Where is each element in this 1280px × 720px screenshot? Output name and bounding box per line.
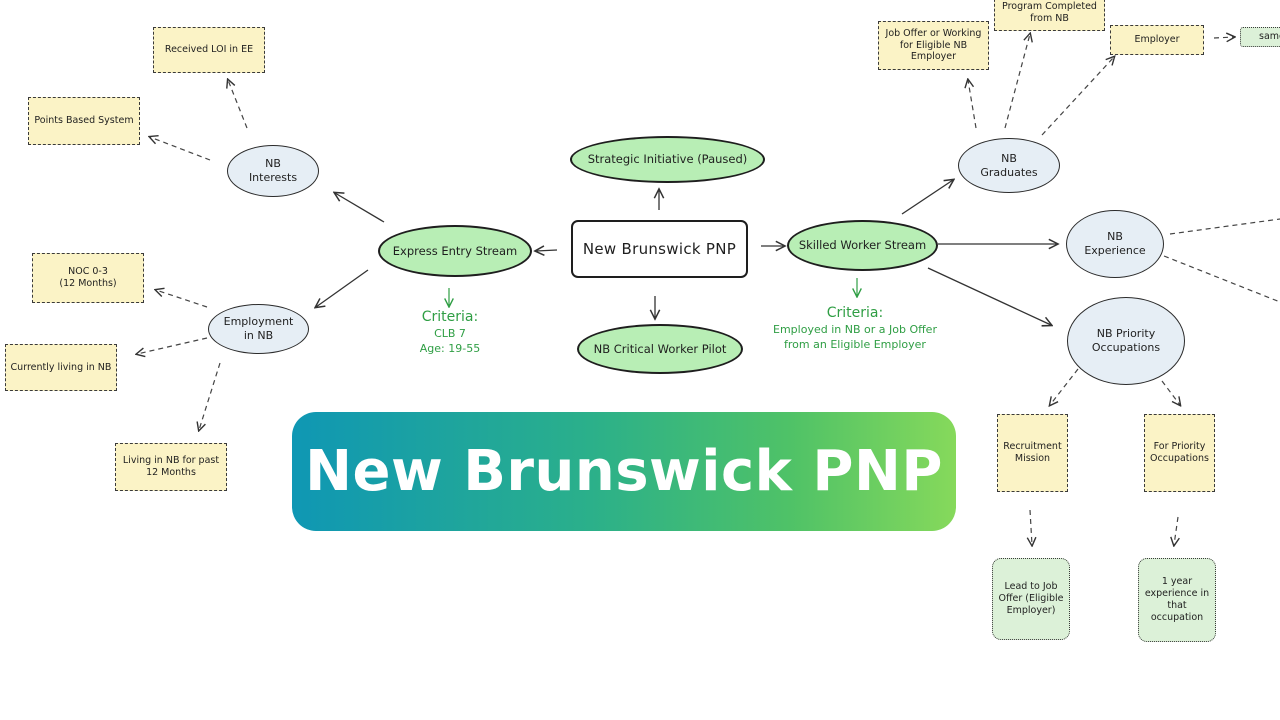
dash-graduates-to-employer (1041, 57, 1114, 136)
express-criteria-line: Age: 19-55 (419, 341, 481, 355)
dash-employer-to-same (1213, 37, 1234, 38)
arrow-express-to-employment (316, 269, 369, 307)
express-entry-label: Express Entry Stream (392, 243, 518, 258)
note-noc: NOC 0-3(12 Months) (32, 253, 144, 303)
center-node-label: New Brunswick PNP (582, 239, 737, 258)
express-entry-node: Express Entry Stream (378, 225, 532, 277)
critical-worker-pilot-label: NB Critical Worker Pilot (593, 341, 727, 356)
dash-experience-out-upper (1169, 218, 1280, 235)
dash-recruitment-to-lead (1030, 509, 1032, 545)
skilled-worker-label: Skilled Worker Stream (798, 238, 927, 253)
strategic-initiative-label: Strategic Initiative (Paused) (587, 152, 748, 167)
skilled-criteria-heading: Criteria: (826, 305, 884, 321)
dash-employment-to-living (137, 337, 208, 354)
dash-employment-to-past (199, 362, 221, 430)
dash-interests-to-points (150, 137, 211, 161)
skilled-worker-node: Skilled Worker Stream (787, 220, 938, 271)
dash-priority-to-recruitment (1050, 368, 1079, 405)
note-points-based: Points Based System (28, 97, 140, 145)
critical-worker-pilot-node: NB Critical Worker Pilot (577, 324, 743, 374)
skilled-worker-criteria: Criteria: Employed in NB or a Job Offer … (755, 304, 955, 353)
dash-interests-to-loi (228, 80, 248, 129)
note-employer: Employer (1110, 25, 1204, 55)
note-currently-living: Currently living in NB (5, 344, 117, 391)
dash-forpriority-to-experience (1174, 516, 1178, 545)
express-entry-criteria: Criteria: CLB 7 Age: 19-55 (394, 308, 506, 357)
banner-title: New Brunswick PNP (305, 439, 943, 504)
dash-graduates-to-program (1004, 34, 1030, 129)
dash-graduates-to-joboffer (968, 80, 977, 129)
dash-priority-to-forpriority (1161, 380, 1180, 405)
strategic-initiative-node: Strategic Initiative (Paused) (570, 136, 765, 183)
express-criteria-line: CLB 7 (434, 326, 466, 340)
skilled-criteria-line: Employed in NB or a Job Offer (773, 322, 937, 336)
dash-experience-out-lower (1163, 255, 1280, 303)
title-banner: New Brunswick PNP (292, 412, 956, 531)
arrow-skilled-to-priority (927, 267, 1051, 325)
arrow-express-to-interests (335, 193, 385, 223)
arrow-skilled-to-graduates (901, 180, 953, 215)
note-same: same (1240, 27, 1280, 47)
dash-employment-to-noc (156, 290, 208, 308)
skilled-criteria-line: from an Eligible Employer (784, 337, 926, 351)
note-received-loi: Received LOI in EE (153, 27, 265, 73)
arrow-center-to-express (536, 250, 558, 251)
center-node: New Brunswick PNP (571, 220, 748, 278)
express-criteria-heading: Criteria: (421, 309, 479, 325)
